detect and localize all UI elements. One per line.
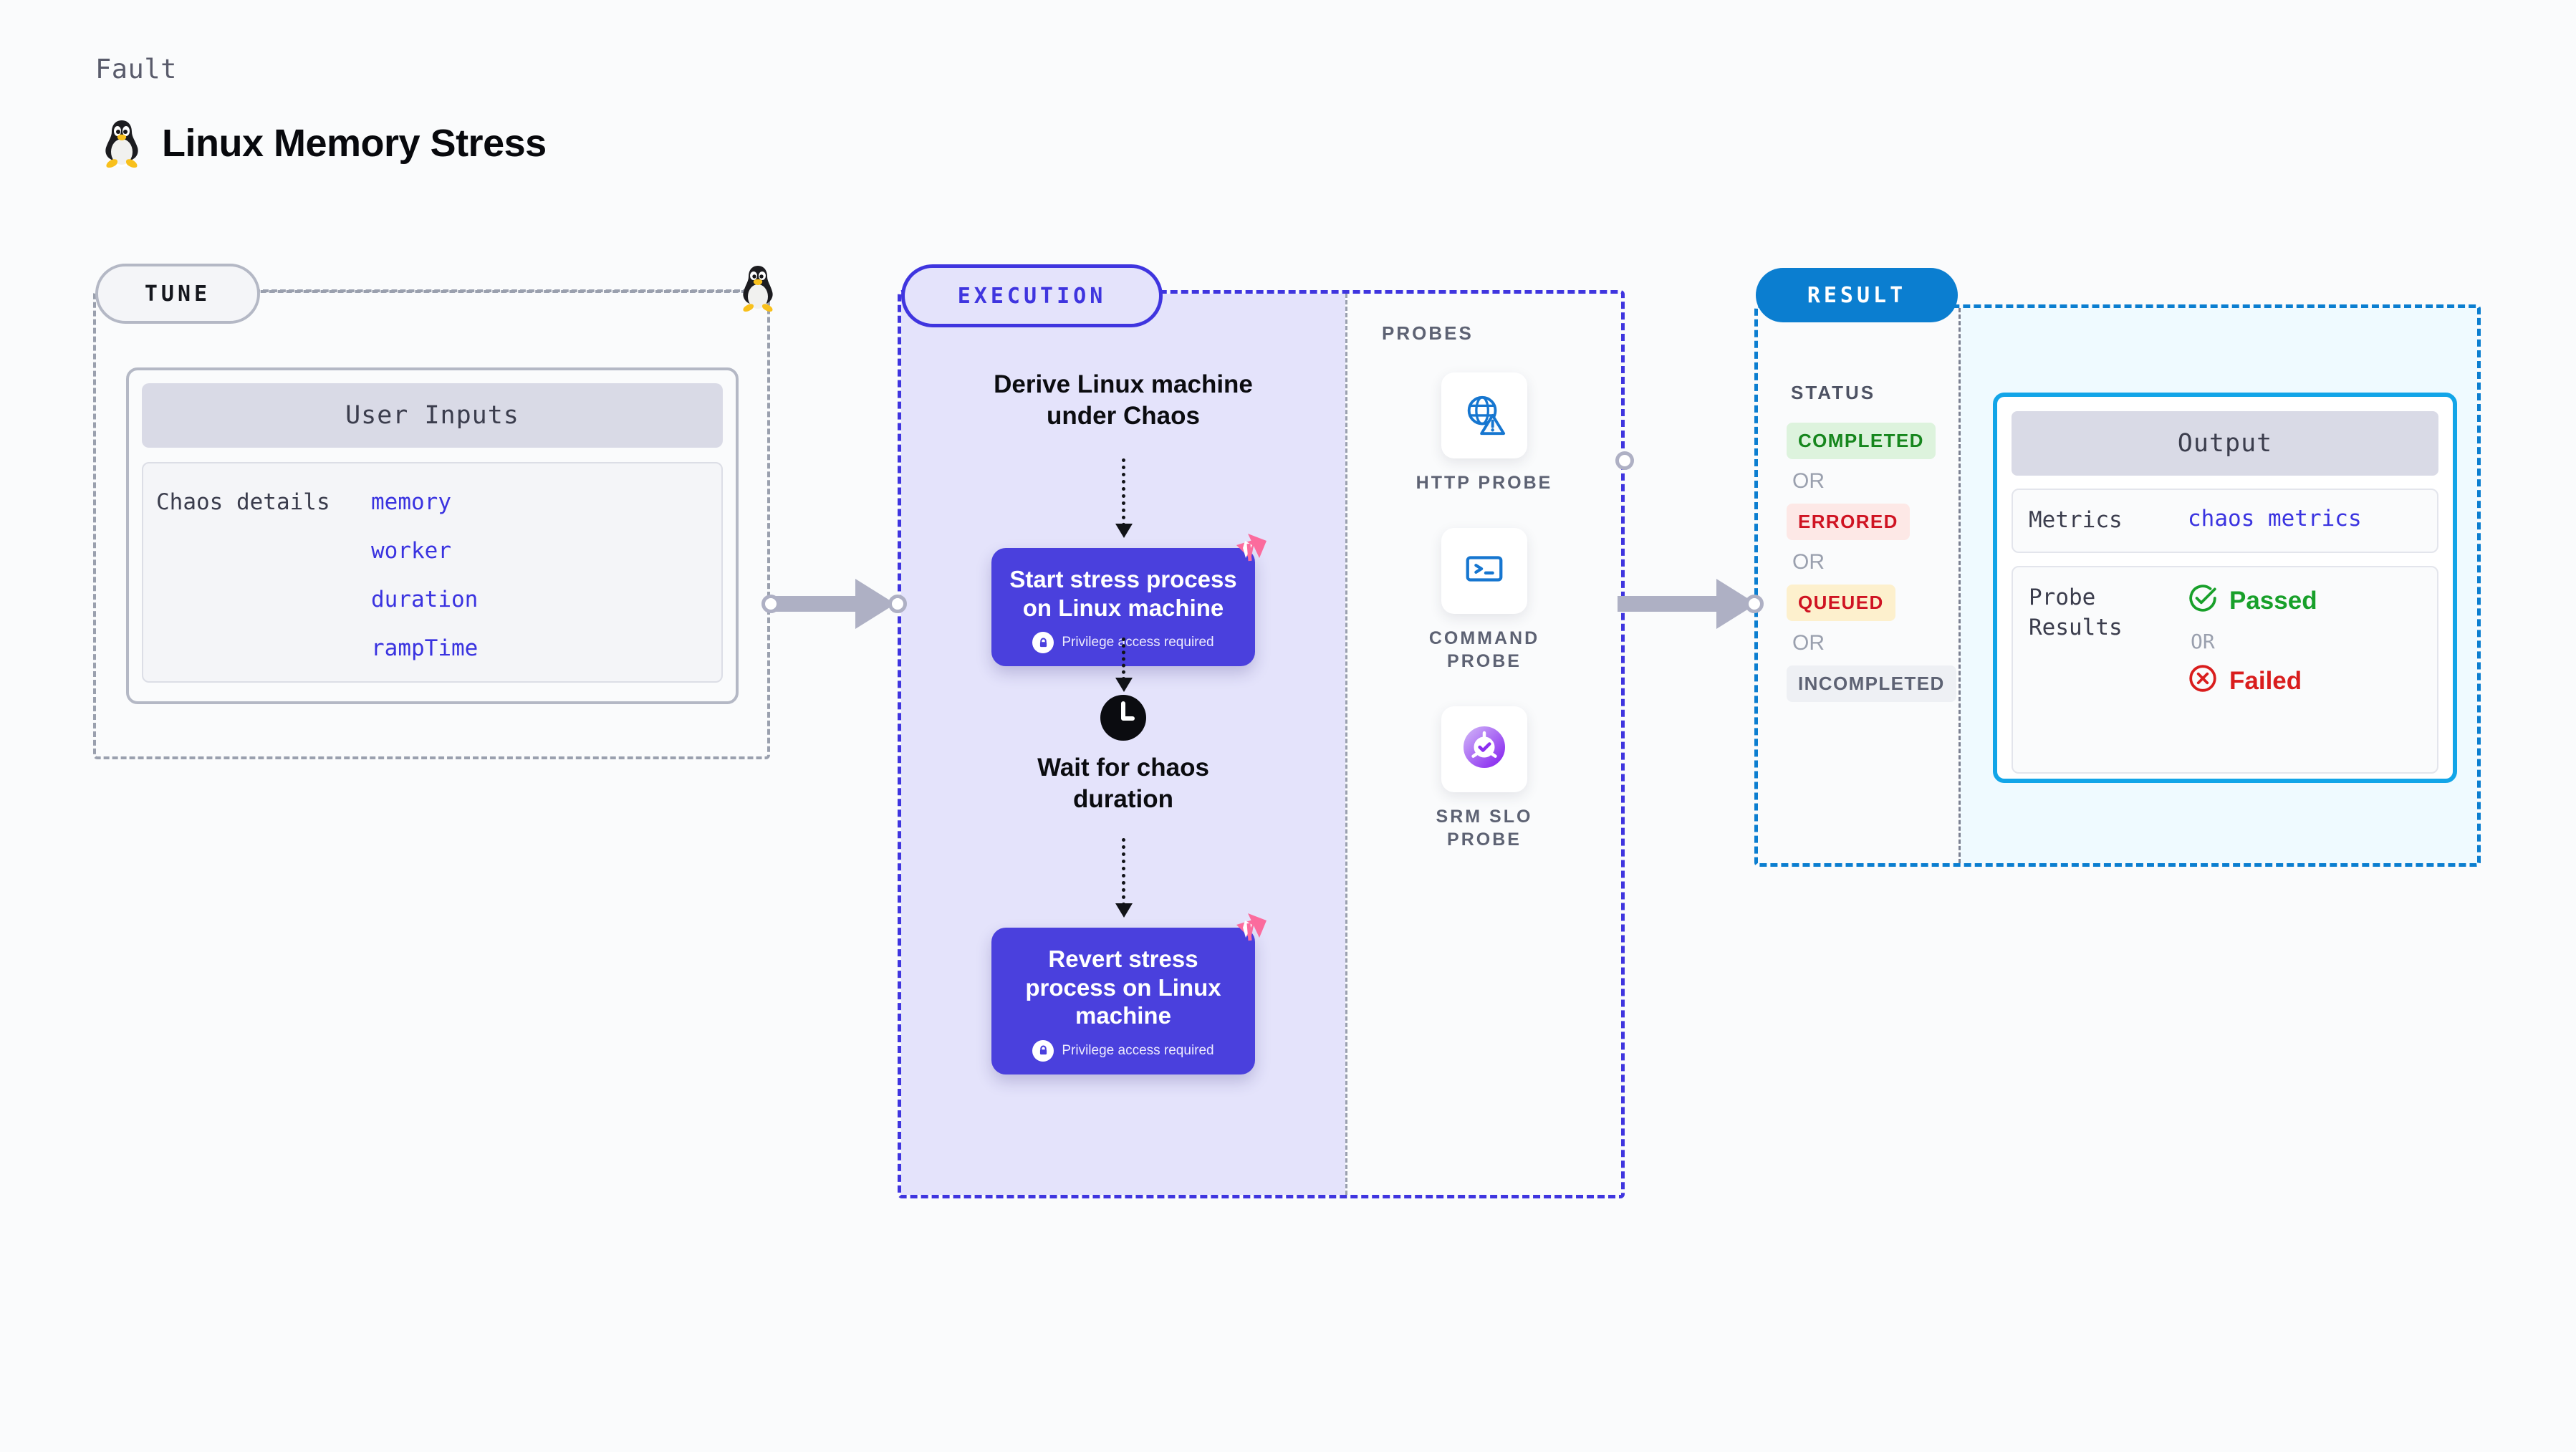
execution-stage-badge[interactable]: EXECUTION	[901, 264, 1163, 327]
probe-verdict-or: OR	[2191, 629, 2215, 653]
metrics-value[interactable]: chaos metrics	[2188, 506, 2362, 532]
x-circle-icon	[2188, 663, 2218, 700]
result-container: STATUS COMPLETED OR ERRORED OR QUEUED OR…	[1754, 304, 2481, 867]
output-header: Output	[2012, 411, 2438, 476]
probe-tile-http	[1441, 372, 1527, 458]
chaos-params-list: memory worker duration rampTime	[371, 489, 478, 681]
linux-penguin-icon	[738, 264, 778, 314]
revert-stress-card[interactable]: Revert stress process on Linux machine P…	[991, 913, 1267, 1074]
status-badge-errored: ERRORED	[1787, 504, 1910, 540]
result-stage-badge[interactable]: RESULT	[1756, 268, 1958, 322]
output-card: Output Metrics chaos metrics Probe Resul…	[1993, 393, 2457, 783]
tune-stage-badge[interactable]: TUNE	[95, 264, 260, 324]
probe-item-http[interactable]: HTTP PROBE	[1416, 372, 1553, 495]
clock-icon	[1099, 693, 1148, 742]
arrow-wait-to-revert	[1115, 838, 1133, 918]
metrics-label: Metrics	[2029, 507, 2123, 533]
arrow-start-to-wait	[1115, 638, 1133, 692]
arrow-execution-to-result	[1618, 579, 1761, 629]
tune-output-dot	[761, 595, 780, 613]
revert-stress-title: Revert stress process on Linux machine	[1025, 946, 1221, 1029]
start-stress-title: Start stress process on Linux machine	[1009, 566, 1237, 621]
result-input-dot	[1745, 595, 1764, 613]
terminal-icon	[1462, 547, 1506, 595]
execution-input-dot	[888, 595, 907, 613]
status-badge-queued: QUEUED	[1787, 585, 1895, 621]
revert-stress-privilege-text: Privilege access required	[1062, 1042, 1214, 1058]
probe-item-command[interactable]: COMMAND PROBE	[1428, 527, 1540, 673]
verdict-failed-label: Failed	[2229, 667, 2302, 696]
verdict-failed: Failed	[2188, 663, 2317, 700]
globe-warning-icon	[1462, 392, 1506, 440]
user-inputs-card: User Inputs Chaos details memory worker …	[126, 367, 739, 704]
status-or-3: OR	[1792, 631, 1825, 655]
probe-tile-srm-slo	[1441, 706, 1527, 792]
chaos-param-memory: memory	[371, 489, 451, 515]
verdict-passed: Passed	[2188, 583, 2317, 620]
arrow-derive-to-start	[1115, 458, 1133, 538]
probes-list: HTTP PROBE COMMAND PROBE	[1347, 372, 1621, 852]
lock-icon	[1032, 1039, 1054, 1062]
start-stress-privilege-text: Privilege access required	[1062, 635, 1214, 650]
arrow-tune-to-execution	[774, 579, 895, 629]
chaos-badge-icon	[1226, 909, 1271, 953]
user-inputs-header: User Inputs	[142, 383, 723, 448]
status-badge-incompleted: INCOMPLETED	[1787, 665, 1956, 702]
start-stress-privilege: Privilege access required	[1007, 632, 1239, 654]
page-title: Linux Memory Stress	[162, 122, 547, 165]
probe-label-http: HTTP PROBE	[1416, 473, 1553, 493]
probe-results-row: Probe Results Passed OR	[2012, 565, 2438, 774]
status-or-2: OR	[1792, 550, 1825, 574]
check-circle-icon	[2188, 583, 2218, 620]
tune-connector-line	[254, 289, 749, 292]
revert-stress-privilege: Privilege access required	[1007, 1039, 1239, 1062]
result-output-panel: Output Metrics chaos metrics Probe Resul…	[1961, 308, 2477, 863]
user-inputs-body: Chaos details memory worker duration ram…	[142, 462, 723, 683]
status-list: COMPLETED OR ERRORED OR QUEUED OR INCOMP…	[1787, 423, 1956, 702]
page-kicker: Fault	[95, 54, 177, 85]
status-title: STATUS	[1791, 382, 1876, 403]
metrics-row: Metrics chaos metrics	[2012, 489, 2438, 553]
probe-item-srm-slo[interactable]: SRM SLO PROBE	[1436, 706, 1533, 852]
execution-output-dot	[1615, 451, 1634, 470]
derive-machine-label: Derive Linux machine under Chaos	[994, 370, 1253, 430]
probes-title: PROBES	[1382, 322, 1474, 344]
chaos-param-worker: worker	[371, 538, 451, 564]
probe-label-command: COMMAND PROBE	[1428, 628, 1540, 672]
status-badge-completed: COMPLETED	[1787, 423, 1936, 459]
slo-donut-check-icon	[1464, 726, 1505, 771]
chaos-details-label: Chaos details	[156, 489, 330, 515]
chaos-param-duration: duration	[371, 587, 479, 612]
probes-panel: PROBES HTTP PROBE	[1345, 294, 1621, 1195]
probe-verdicts: Passed OR Failed	[2188, 583, 2317, 756]
verdict-passed-label: Passed	[2229, 587, 2317, 615]
linux-penguin-icon	[100, 118, 143, 168]
probe-label-srm-slo: SRM SLO PROBE	[1436, 806, 1533, 850]
probe-tile-command	[1441, 527, 1527, 614]
wait-duration-label: Wait for chaos duration	[1037, 754, 1209, 813]
probe-results-label: Probe Results	[2029, 584, 2123, 640]
status-or-1: OR	[1792, 469, 1825, 493]
execution-probes-container: Derive Linux machine under Chaos Start s…	[898, 290, 1625, 1198]
lock-icon	[1032, 632, 1054, 654]
result-status-panel: STATUS COMPLETED OR ERRORED OR QUEUED OR…	[1758, 308, 1961, 863]
page-title-row: Linux Memory Stress	[100, 118, 547, 168]
execution-panel: Derive Linux machine under Chaos Start s…	[901, 294, 1345, 1195]
chaos-param-ramptime: rampTime	[371, 635, 479, 661]
chaos-badge-icon	[1226, 529, 1271, 574]
